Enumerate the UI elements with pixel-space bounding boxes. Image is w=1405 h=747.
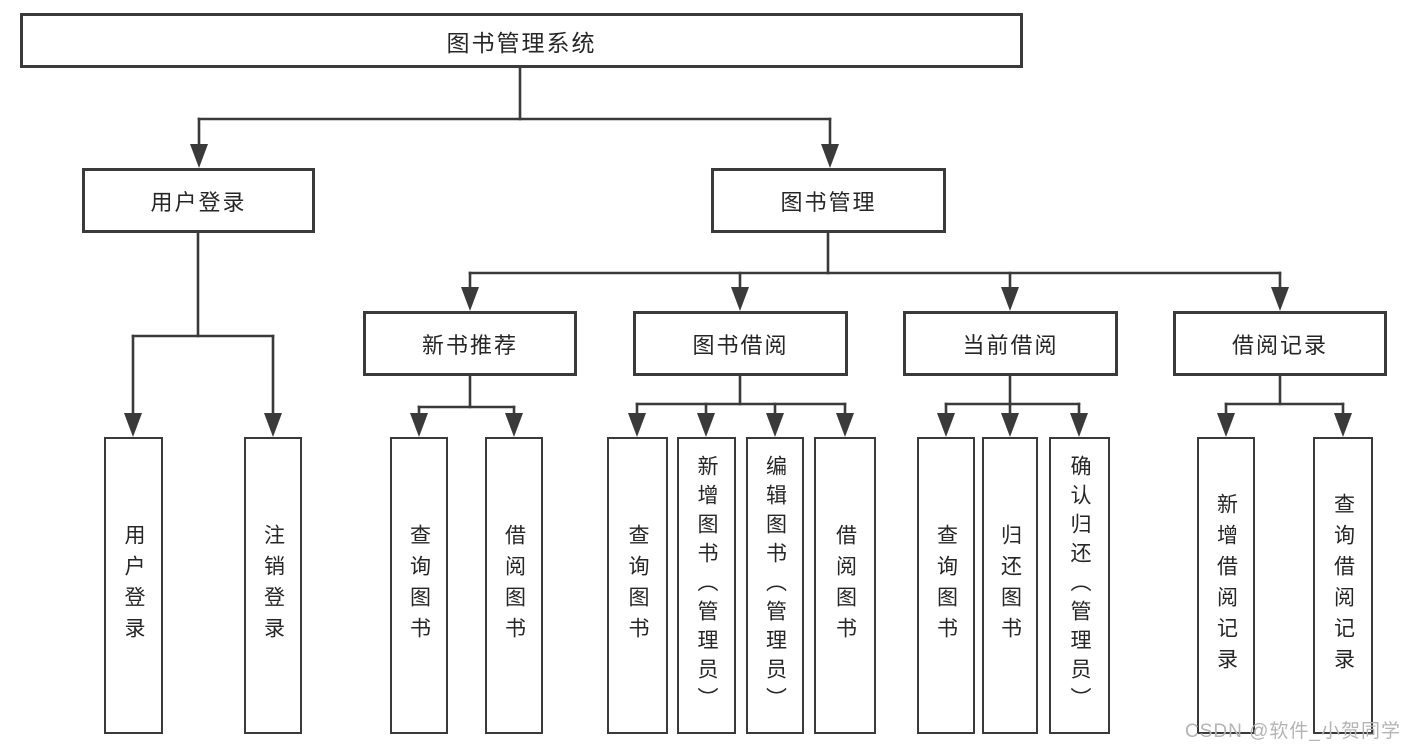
node-user-login-label: 用户登录: [150, 189, 247, 215]
node-book-borrow: 图书借阅: [633, 311, 848, 376]
node-edit-book-admin-label: 编辑图书（管理员）: [763, 455, 787, 716]
node-edit-book-admin: 编辑图书（管理员）: [746, 437, 804, 734]
node-book-borrow-label: 图书借阅: [692, 332, 789, 358]
node-return-books: 归还图书: [982, 437, 1038, 734]
node-query-books-borrow: 查询图书: [607, 437, 668, 734]
node-query-books-recommend: 查询图书: [390, 437, 448, 734]
node-query-borrow-record: 查询借阅记录: [1313, 437, 1373, 734]
node-borrow-records: 借阅记录: [1173, 311, 1387, 376]
node-query-books-current: 查询图书: [917, 437, 975, 734]
node-logout: 注销登录: [244, 437, 302, 734]
node-user-login-leaf-label: 用户登录: [122, 523, 145, 648]
node-current-borrow-label: 当前借阅: [962, 332, 1059, 358]
watermark: CSDN @软件_小贺同学: [1185, 721, 1401, 742]
node-confirm-return-admin: 确认归还（管理员）: [1049, 437, 1110, 734]
node-query-borrow-record-label: 查询借阅记录: [1331, 492, 1355, 679]
node-root: 图书管理系统: [20, 13, 1023, 68]
node-confirm-return-admin-label: 确认归还（管理员）: [1068, 455, 1091, 716]
node-user-login-leaf: 用户登录: [104, 437, 163, 734]
node-add-borrow-record: 新增借阅记录: [1197, 437, 1255, 734]
node-root-label: 图书管理系统: [446, 29, 597, 56]
node-borrow-books-recommend-label: 借阅图书: [502, 523, 526, 648]
node-new-book-recommend: 新书推荐: [363, 311, 577, 376]
node-current-borrow: 当前借阅: [903, 311, 1118, 376]
node-borrow-books-recommend: 借阅图书: [485, 437, 543, 734]
node-borrow-books-leaf: 借阅图书: [814, 437, 876, 734]
node-new-book-recommend-label: 新书推荐: [421, 332, 518, 358]
node-logout-label: 注销登录: [261, 523, 285, 648]
node-query-books-recommend-label: 查询图书: [407, 523, 431, 648]
node-book-management: 图书管理: [711, 168, 946, 233]
node-add-book-admin-label: 新增图书（管理员）: [695, 455, 718, 716]
node-add-book-admin: 新增图书（管理员）: [677, 437, 736, 734]
node-query-books-borrow-label: 查询图书: [626, 523, 649, 648]
node-add-borrow-record-label: 新增借阅记录: [1214, 492, 1238, 679]
node-user-login: 用户登录: [82, 168, 315, 233]
node-query-books-current-label: 查询图书: [934, 523, 958, 648]
node-borrow-books-leaf-label: 借阅图书: [833, 523, 857, 648]
node-return-books-label: 归还图书: [998, 523, 1022, 648]
node-book-management-label: 图书管理: [780, 189, 877, 215]
node-borrow-records-label: 借阅记录: [1231, 332, 1328, 358]
